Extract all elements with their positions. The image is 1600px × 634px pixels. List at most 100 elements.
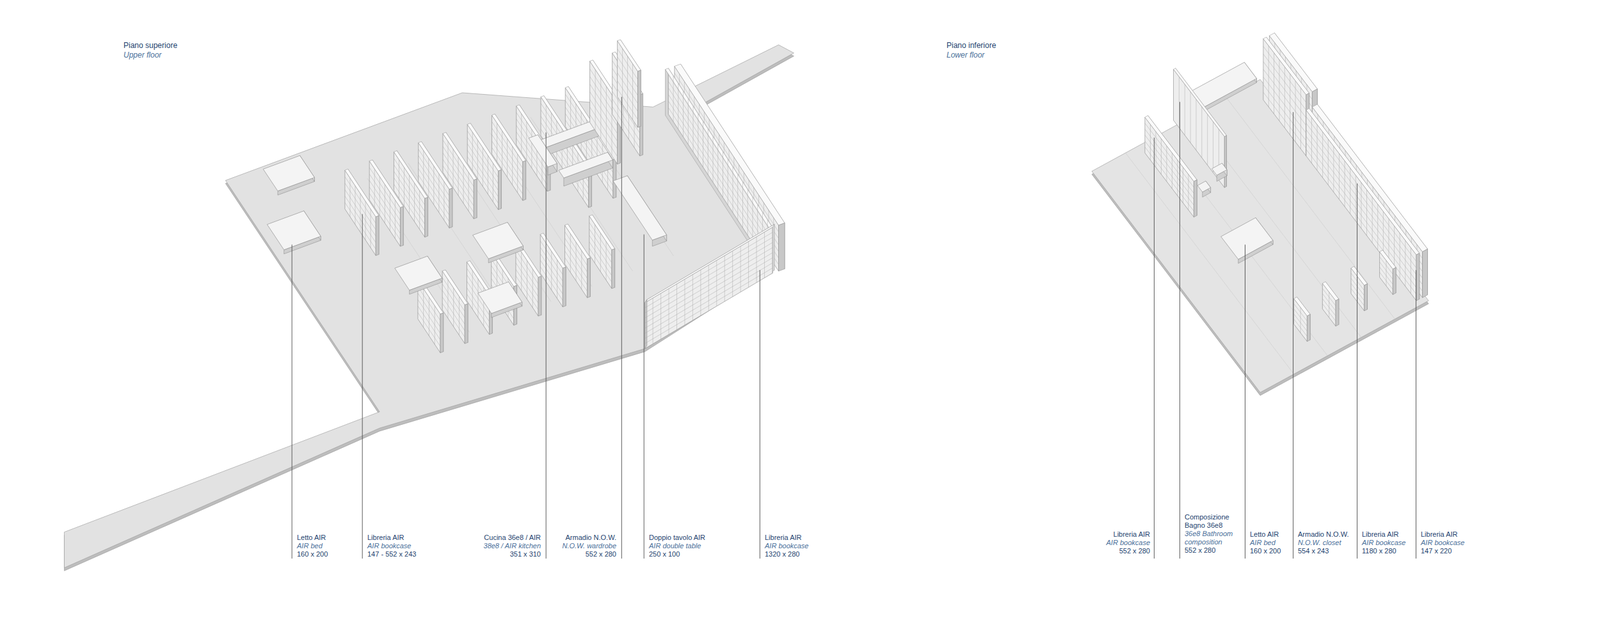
shelf-divider bbox=[492, 163, 494, 203]
callout: Armadio N.O.W.N.O.W. closet554 x 243 bbox=[1297, 530, 1349, 556]
box-top bbox=[528, 135, 557, 168]
callout-english: AIR bookcase bbox=[764, 542, 809, 551]
shelf-divider bbox=[551, 251, 552, 291]
shelf-divider bbox=[520, 113, 522, 153]
shelf-divider bbox=[700, 270, 701, 317]
shelf-divider bbox=[702, 121, 704, 168]
leader-line bbox=[1153, 137, 1155, 559]
shelf-divider bbox=[1182, 167, 1184, 203]
shelf-divider bbox=[477, 279, 479, 319]
callout: Letto AIRAIR bed160 x 200 bbox=[296, 533, 328, 559]
bookcase-top bbox=[1306, 108, 1420, 256]
shelf-divider bbox=[423, 150, 424, 190]
bookcase-top bbox=[540, 233, 566, 269]
box-top bbox=[478, 282, 523, 314]
shelf-divider bbox=[1300, 87, 1302, 150]
shelf-divider bbox=[748, 241, 749, 288]
bookcase-top bbox=[1379, 250, 1397, 270]
shelf-divider bbox=[600, 78, 601, 140]
bookcase-end bbox=[498, 169, 502, 210]
shelf-divider bbox=[1311, 117, 1312, 164]
shelf-divider bbox=[532, 268, 534, 308]
callout-english: AIR bookcase bbox=[1420, 538, 1465, 548]
shelf-divider bbox=[414, 183, 415, 223]
shelf-divider bbox=[732, 250, 733, 297]
shelf-divider bbox=[472, 270, 473, 310]
shelf-divider bbox=[458, 156, 459, 196]
callout: Libreria AIRAIR bookcase147 - 552 x 243 bbox=[367, 533, 416, 559]
shelf-divider bbox=[496, 122, 498, 162]
shelf-divider bbox=[1385, 260, 1387, 287]
shelf-divider bbox=[1166, 145, 1167, 182]
callout: Cucina 36e8 / AIR38e8 / AIR kitchen351 x… bbox=[483, 533, 541, 559]
shelf-line bbox=[668, 74, 773, 235]
shelf-divider bbox=[433, 165, 434, 205]
shelf-divider bbox=[379, 176, 381, 216]
dimension: 552 x 280 bbox=[1184, 546, 1236, 555]
shelf-divider bbox=[360, 193, 361, 233]
dimension: 1180 x 280 bbox=[1361, 547, 1406, 556]
shelf-divider bbox=[732, 167, 733, 214]
shelf-divider bbox=[428, 158, 429, 198]
bookcase-end bbox=[645, 299, 648, 349]
shelf-divider bbox=[477, 140, 479, 180]
shelf-divider bbox=[487, 155, 489, 195]
floor-title: Piano inferioreLower floor bbox=[946, 40, 996, 61]
shelf-divider bbox=[1338, 153, 1340, 200]
floor-title: Piano superiore bbox=[123, 40, 178, 51]
bookcase-top bbox=[665, 68, 773, 229]
shelf-divider bbox=[398, 160, 400, 200]
shelf-divider bbox=[434, 305, 436, 345]
shelf-divider bbox=[752, 197, 753, 244]
box-top bbox=[472, 222, 524, 259]
callout-english: AIR bookcase bbox=[1106, 538, 1151, 548]
bookcase-front bbox=[1306, 110, 1417, 301]
callout-name: Libreria AIR bbox=[1361, 530, 1406, 539]
dimension: 160 x 200 bbox=[296, 550, 328, 559]
shelf-divider bbox=[764, 232, 765, 279]
shelf-line bbox=[645, 247, 773, 324]
shelf-divider bbox=[1190, 91, 1192, 143]
shelf-divider bbox=[408, 175, 410, 215]
dimension: 552 x 280 bbox=[1106, 547, 1151, 556]
shelf-divider bbox=[370, 209, 372, 249]
shelf-line bbox=[668, 81, 773, 241]
shelf-line bbox=[645, 263, 773, 339]
dimension: 351 x 310 bbox=[483, 550, 541, 559]
shelf-divider bbox=[727, 159, 729, 206]
dimension: 147 - 552 x 243 bbox=[367, 550, 416, 559]
bookcase-end bbox=[613, 158, 617, 199]
callout-name: Libreria AIR bbox=[1106, 530, 1151, 539]
shelf-divider bbox=[443, 181, 445, 221]
floor-title: Piano inferiore bbox=[946, 40, 996, 51]
bookcase-end bbox=[778, 223, 786, 272]
shelf-divider bbox=[1322, 131, 1323, 178]
box-top bbox=[558, 152, 614, 178]
bookcase-end bbox=[473, 179, 477, 219]
shelf-divider bbox=[600, 232, 601, 272]
floor-subtitle: Upper floor bbox=[123, 50, 178, 61]
shelf-divider bbox=[737, 174, 738, 221]
shelf-divider bbox=[676, 284, 678, 331]
bookcase-end bbox=[1416, 253, 1420, 301]
leader-line bbox=[291, 244, 293, 559]
shelf-divider bbox=[692, 274, 694, 321]
shelf-divider bbox=[1176, 160, 1178, 196]
shelf-line bbox=[1144, 140, 1195, 205]
shelf-divider bbox=[526, 260, 528, 300]
shelf-divider bbox=[716, 260, 717, 307]
leader-line bbox=[1244, 244, 1246, 559]
floor-subtitle: Lower floor bbox=[946, 50, 996, 61]
shelf-line bbox=[1144, 129, 1195, 194]
bookcase-end bbox=[424, 197, 429, 237]
box-top bbox=[1197, 181, 1211, 192]
shelf-divider bbox=[428, 296, 430, 336]
shelf-divider bbox=[1273, 52, 1275, 114]
shelf-divider bbox=[660, 293, 662, 340]
bookcase-end bbox=[440, 312, 444, 353]
shelf-line bbox=[1144, 147, 1195, 212]
shelf-divider bbox=[1160, 138, 1162, 175]
callout-english: N.O.W. closet bbox=[1297, 538, 1349, 548]
leader-line bbox=[362, 214, 363, 560]
shelf-divider bbox=[576, 241, 577, 281]
